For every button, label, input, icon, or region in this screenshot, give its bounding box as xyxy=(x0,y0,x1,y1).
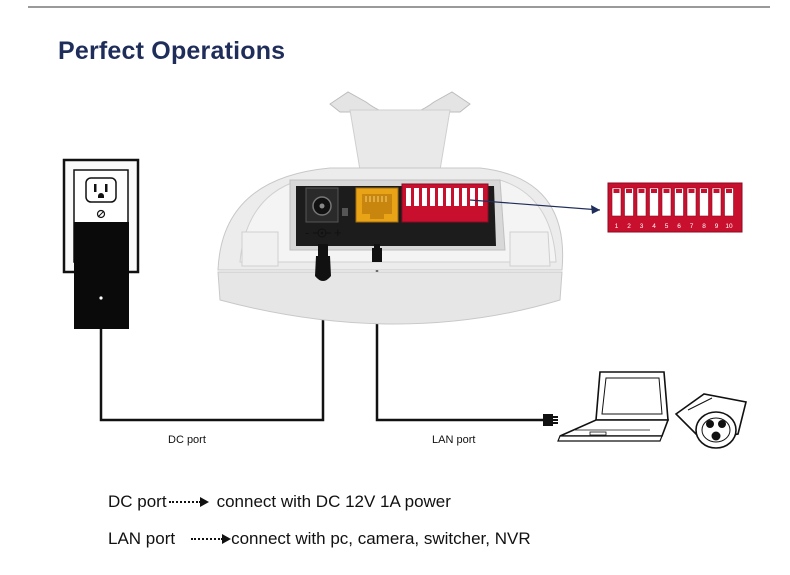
lan-plug xyxy=(372,244,382,262)
dip-pointer-arrowhead xyxy=(591,205,600,214)
polarity-plus: + xyxy=(334,225,342,240)
dip-number: 1 xyxy=(615,223,619,230)
camera-icon xyxy=(674,393,747,449)
dip-number: 5 xyxy=(665,223,669,230)
legend-description: connect with DC 12V 1A power xyxy=(216,492,451,511)
dc-port-label: DC port xyxy=(168,434,206,446)
dip-number: 3 xyxy=(640,223,644,230)
ethernet-port xyxy=(355,187,399,223)
arrow-icon xyxy=(168,497,209,507)
dip-pointer-line xyxy=(469,199,601,211)
lan-port-label: LAN port xyxy=(432,434,476,446)
dip-number: 4 xyxy=(652,223,656,230)
dc-plug xyxy=(315,244,331,281)
laptop-icon xyxy=(557,371,670,442)
page-title: Perfect Operations xyxy=(58,37,286,65)
top-divider xyxy=(28,6,770,8)
legend-port: LAN port xyxy=(108,529,176,548)
arrow-icon xyxy=(191,534,232,544)
dip-number: 10 xyxy=(725,223,733,230)
dip-switch-enlarged: 1 2 3 4 5 6 7 8 9 10 xyxy=(607,182,743,233)
dc-polarity-symbol: - + xyxy=(305,225,342,240)
legend-row-lan: LAN port connect with pc, camera, switch… xyxy=(108,529,531,549)
dc-jack xyxy=(305,187,348,223)
legend-port: DC port xyxy=(108,492,167,511)
legend-description: connect with pc, camera, switcher, NVR xyxy=(231,529,531,548)
dip-number: 9 xyxy=(715,223,719,230)
power-adapter xyxy=(74,222,129,329)
device-dip-switch xyxy=(401,183,489,223)
dc-cable xyxy=(99,282,325,422)
rj45-plug xyxy=(543,414,558,426)
polarity-minus: - xyxy=(305,225,309,240)
dip-number: 7 xyxy=(690,223,694,230)
dip-number: 2 xyxy=(627,223,631,230)
legend-row-dc: DC port connect with DC 12V 1A power xyxy=(108,492,451,512)
dip-number: 6 xyxy=(677,223,681,230)
dip-number: 8 xyxy=(702,223,706,230)
